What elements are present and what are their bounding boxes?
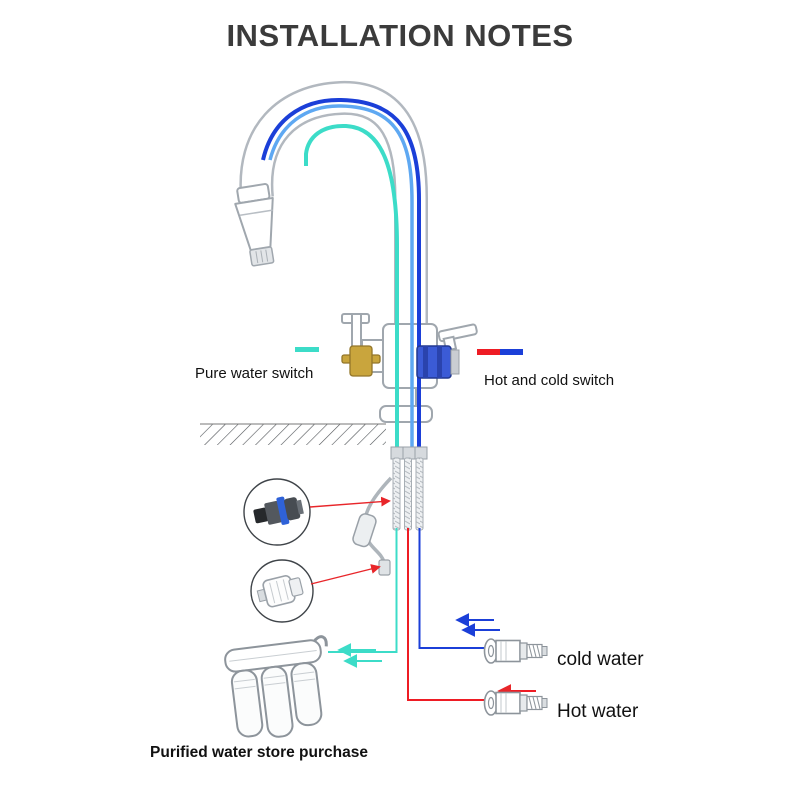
supply-hose (392, 457, 401, 531)
callout-arrow-connector (309, 496, 391, 508)
supply-hose (404, 457, 412, 531)
hose-connector-nut (390, 446, 404, 460)
faucet-spout (239, 81, 428, 332)
hose-connector-nut (402, 446, 416, 460)
cold-water-supply-line (418, 528, 484, 649)
hose-connector-nut (414, 446, 428, 460)
filter-fitting-icon (256, 575, 304, 608)
pure-water-switch-label: Pure water switch (195, 365, 313, 382)
connector-fitting-icon (253, 496, 304, 525)
pure-water-legend-swatch (295, 347, 319, 352)
cold-water-label: cold water (557, 649, 644, 670)
pure-water-switch-handle (341, 313, 381, 377)
hot-legend-swatch (477, 349, 500, 355)
supply-hose (415, 457, 424, 531)
faucet-spray-head (234, 183, 275, 267)
hot-cold-switch-handle (416, 323, 478, 379)
detail-circle-connector (243, 478, 311, 546)
hot-cold-line-outer (261, 97, 421, 452)
pure-water-line-spout (304, 123, 399, 452)
hose-weight (352, 513, 377, 548)
counter-hatch (200, 423, 386, 445)
sprayer-hose (352, 476, 393, 576)
hot-water-fitting-icon (483, 690, 548, 716)
cold-water-fitting-icon (483, 638, 548, 664)
callout-arrow-filter-fitting (310, 564, 381, 585)
cold-legend-swatch (500, 349, 523, 355)
water-filter-system-icon (224, 635, 328, 738)
hot-cold-switch-label: Hot and cold switch (484, 372, 614, 389)
purified-water-label: Purified water store purchase (150, 744, 368, 761)
detail-circle-filter-fitting (250, 559, 314, 623)
hose-connector-nuts (390, 446, 428, 460)
supply-hoses (392, 457, 424, 531)
hot-cold-line-inner (268, 104, 414, 452)
hot-water-supply-line (407, 528, 484, 701)
page-title: INSTALLATION NOTES (226, 18, 574, 53)
hot-water-label: Hot water (557, 701, 639, 722)
